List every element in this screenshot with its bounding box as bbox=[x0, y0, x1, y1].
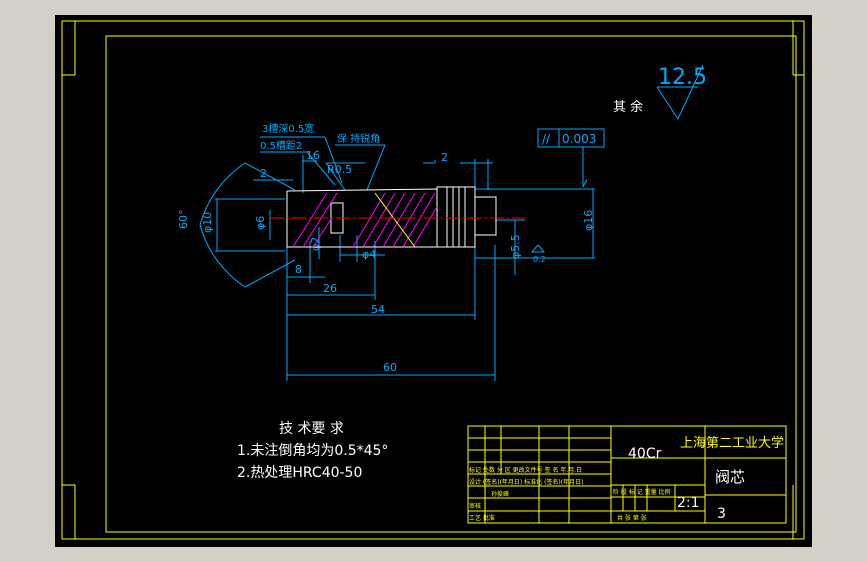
part-name: 阀芯 bbox=[715, 468, 745, 486]
note-spacing: 0.5槽距2 bbox=[260, 139, 302, 152]
sheet-number: 3 bbox=[717, 506, 726, 522]
corner-marks bbox=[62, 21, 804, 539]
tolerance-value: 0.003 bbox=[562, 132, 596, 146]
title-block-grid bbox=[467, 425, 787, 524]
dim-phi5-5: φ5.5 bbox=[509, 234, 522, 259]
inner-border bbox=[105, 35, 797, 533]
row-check-label: 审核 bbox=[469, 502, 481, 510]
row-process-label: 工艺 批准 bbox=[469, 514, 495, 522]
dim-2-top: 2 bbox=[441, 151, 448, 164]
tech-req-line1: 1.未注倒角均为0.5*45° bbox=[237, 443, 388, 459]
dim-2-left: 2 bbox=[260, 167, 267, 180]
dim-tol-small: 0.2 bbox=[533, 255, 546, 264]
dim-phi4: φ4 bbox=[362, 248, 376, 261]
sheet-labels: 共 张 第 张 bbox=[617, 514, 647, 522]
dim-54: 54 bbox=[371, 303, 385, 316]
tolerance-frame bbox=[537, 128, 605, 188]
tech-req-title: 技 术要 求 bbox=[279, 421, 344, 437]
note-leaders bbox=[260, 136, 386, 191]
row-design-label: 设计 (签名)(年月日) 标准化 (签名)(年月日) bbox=[469, 478, 583, 486]
material: 40Cr bbox=[628, 446, 662, 462]
dimension-labels: 16 R0.5 2 2 60° φ10 φ6 φ2 φ4 8 26 54 60 … bbox=[177, 149, 595, 374]
roughness-symbol bbox=[656, 64, 704, 121]
stage-labels: 阶 段 标 记 重量 比例 bbox=[613, 488, 671, 496]
dim-26: 26 bbox=[323, 282, 337, 295]
dim-phi10: φ10 bbox=[201, 212, 214, 233]
school-name: 上海第二工业大学 bbox=[680, 435, 784, 451]
chamfer-lines bbox=[374, 192, 416, 248]
note-sharp-edge: 保 持锐角 bbox=[337, 132, 380, 145]
hatch-lines bbox=[292, 192, 438, 248]
drawing-svg: 12.5 其 余 // 0.003 3槽深0.5宽 0.5槽距2 保 持锐角 bbox=[61, 20, 805, 540]
dim-60-deg: 60° bbox=[177, 210, 190, 230]
roughness-value: 12.5 bbox=[658, 65, 707, 90]
dim-r05: R0.5 bbox=[327, 163, 352, 176]
dimension-lines bbox=[199, 155, 595, 381]
title-block-labels: 标记 处数 分 区 更改文件号 签 名 年.月.日 设计 (签名)(年月日) 标… bbox=[469, 466, 671, 522]
dim-phi16: φ16 bbox=[582, 210, 595, 231]
roughness-remainder-label: 其 余 bbox=[613, 99, 643, 115]
outer-border bbox=[61, 20, 805, 540]
dim-60: 60 bbox=[383, 361, 397, 374]
dim-phi6: φ6 bbox=[254, 216, 267, 230]
row-mark-label: 标记 处数 分 区 更改文件号 签 名 年.月.日 bbox=[469, 466, 582, 474]
groove-lines bbox=[446, 187, 466, 247]
dim-16-top: 16 bbox=[306, 149, 320, 162]
dim-8: 8 bbox=[295, 263, 302, 276]
scale: 2:1 bbox=[677, 495, 700, 511]
cad-drawing-canvas: 12.5 其 余 // 0.003 3槽深0.5宽 0.5槽距2 保 持锐角 bbox=[55, 15, 812, 547]
note-groove: 3槽深0.5宽 bbox=[262, 122, 314, 135]
tech-req-line2: 2.热处理HRC40-50 bbox=[237, 465, 362, 481]
designer-name: 孙俊峰 bbox=[491, 490, 509, 498]
tolerance-symbol: // bbox=[542, 132, 551, 146]
